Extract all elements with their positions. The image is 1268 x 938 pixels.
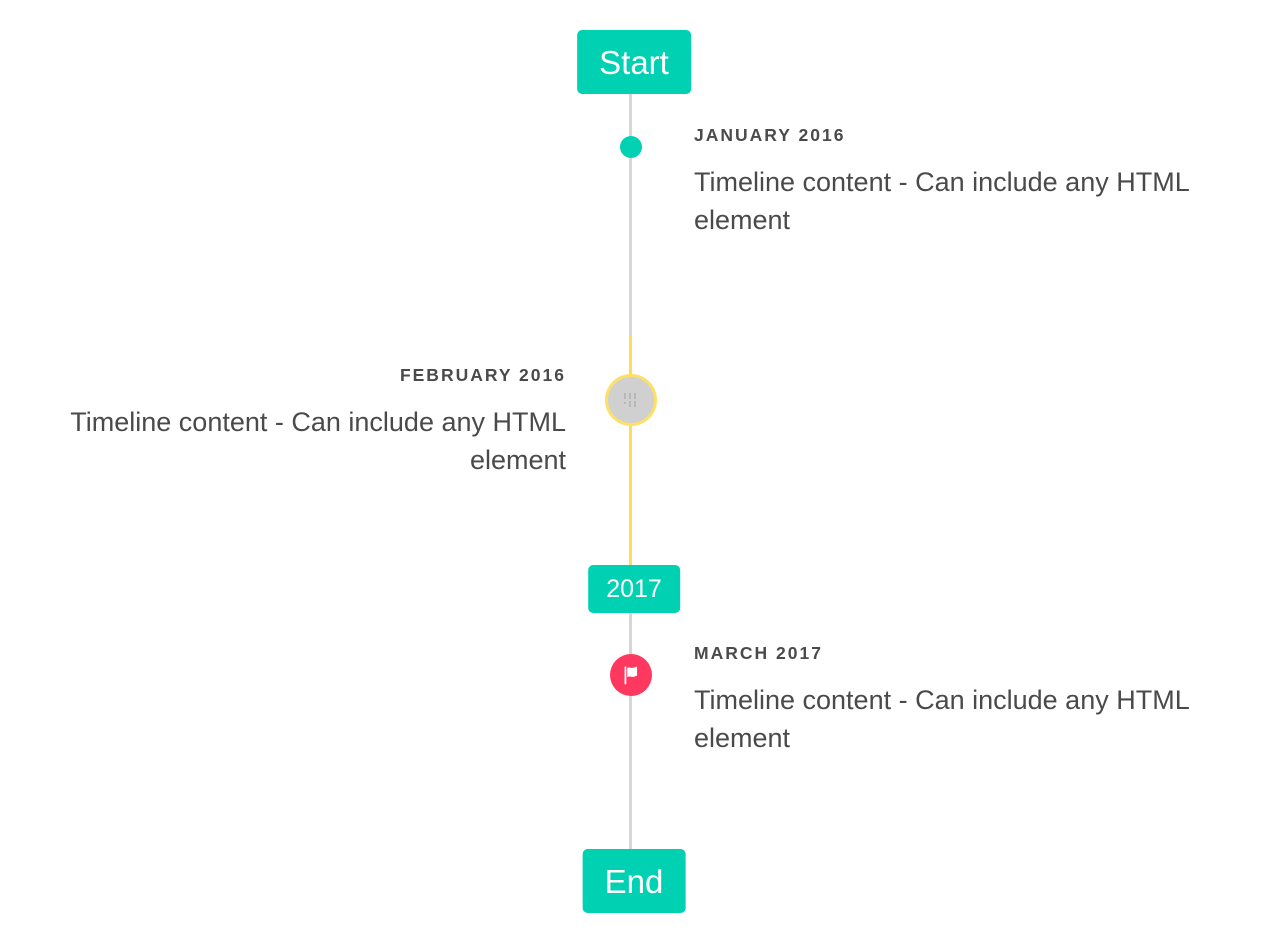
broken-image-icon: [623, 392, 639, 408]
timeline-body: Timeline content - Can include any HTML …: [694, 684, 1189, 753]
timeline-body: Timeline content - Can include any HTML …: [70, 406, 566, 475]
timeline-header-2017[interactable]: 2017: [588, 565, 680, 613]
timeline-content-january-2016: JANUARY 2016 Timeline content - Can incl…: [694, 125, 1234, 239]
flag-icon: [624, 665, 638, 684]
dot-marker-icon[interactable]: [619, 136, 642, 158]
timeline-rail-upper: [629, 94, 632, 335]
timeline-heading: JANUARY 2016: [694, 125, 846, 145]
broken-image-marker-icon[interactable]: [604, 374, 657, 426]
timeline-heading: MARCH 2017: [694, 643, 823, 663]
flag-marker-icon[interactable]: [609, 654, 652, 696]
timeline-content-february-2016: FEBRUARY 2016 Timeline content - Can inc…: [34, 365, 566, 479]
timeline-body: Timeline content - Can include any HTML …: [694, 166, 1189, 235]
timeline-rail-lower: [629, 613, 632, 853]
timeline-content-march-2017: MARCH 2017 Timeline content - Can includ…: [694, 643, 1234, 757]
timeline-header-start[interactable]: Start: [577, 30, 691, 94]
timeline-rail-highlight: [629, 335, 632, 565]
timeline-heading: FEBRUARY 2016: [399, 365, 566, 385]
timeline-header-end[interactable]: End: [582, 849, 686, 913]
